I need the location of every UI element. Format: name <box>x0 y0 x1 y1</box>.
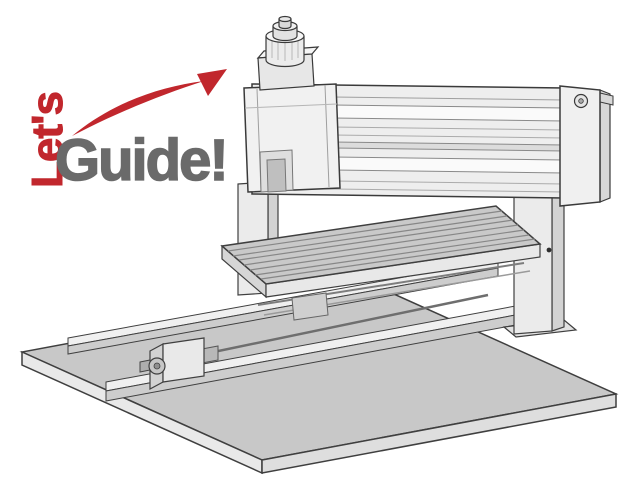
gantry-end-plate <box>559 85 614 207</box>
logo-main-text: Guide! <box>54 127 229 194</box>
stepper-motor <box>139 337 205 391</box>
spindle-motor <box>256 15 320 91</box>
z-axis-head <box>243 83 341 193</box>
red-arrow-icon <box>72 69 227 136</box>
y-axis-rails <box>67 259 549 402</box>
t-slot-work-table <box>220 205 552 321</box>
